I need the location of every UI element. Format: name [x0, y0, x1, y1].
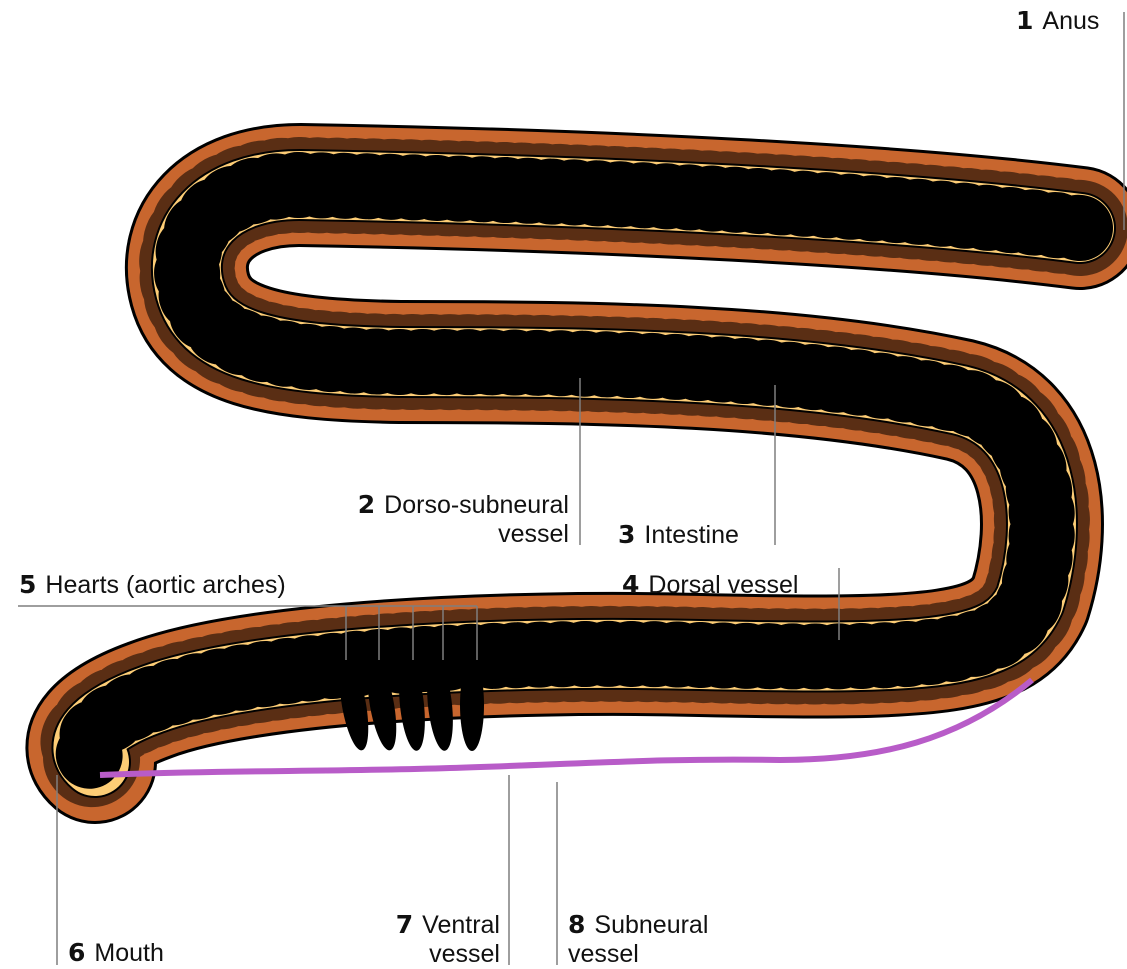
label-number: 6 — [68, 938, 85, 967]
label-intestine: 3 Intestine — [618, 520, 739, 550]
label-dorso-subneural-vessel: 2 Dorso-subneural vessel — [358, 490, 569, 549]
label-line: 2 Dorso-subneural — [358, 490, 569, 520]
label-number: 3 — [618, 520, 635, 549]
label-number: 2 — [358, 490, 375, 519]
label-number: 8 — [568, 910, 585, 939]
label-text: Dorsal vessel — [648, 571, 798, 599]
label-text: Anus — [1042, 7, 1099, 35]
label-dorsal-vessel: 4 Dorsal vessel — [622, 570, 798, 600]
label-line: 8 Subneural — [568, 910, 708, 940]
label-anus: 1 Anus — [1016, 6, 1099, 36]
label-line: vessel — [568, 940, 708, 969]
label-line: vessel — [396, 940, 500, 969]
label-subneural-vessel: 8 Subneural vessel — [568, 910, 708, 969]
label-text: Intestine — [644, 521, 739, 549]
label-text: Hearts (aortic arches) — [45, 571, 285, 599]
label-mouth: 6 Mouth — [68, 938, 164, 968]
label-line: vessel — [358, 520, 569, 549]
label-text: Mouth — [94, 939, 163, 967]
label-text: Ventral — [422, 911, 500, 939]
label-text: Subneural — [594, 911, 708, 939]
label-line: 7 Ventral — [396, 910, 500, 940]
label-ventral-vessel: 7 Ventral vessel — [396, 910, 500, 969]
label-number: 4 — [622, 570, 639, 599]
label-number: 1 — [1016, 6, 1033, 35]
label-number: 7 — [396, 910, 413, 939]
label-hearts: 5 Hearts (aortic arches) — [19, 570, 286, 600]
label-number: 5 — [19, 570, 36, 599]
label-text: Dorso-subneural — [384, 491, 569, 519]
heart — [460, 659, 484, 751]
